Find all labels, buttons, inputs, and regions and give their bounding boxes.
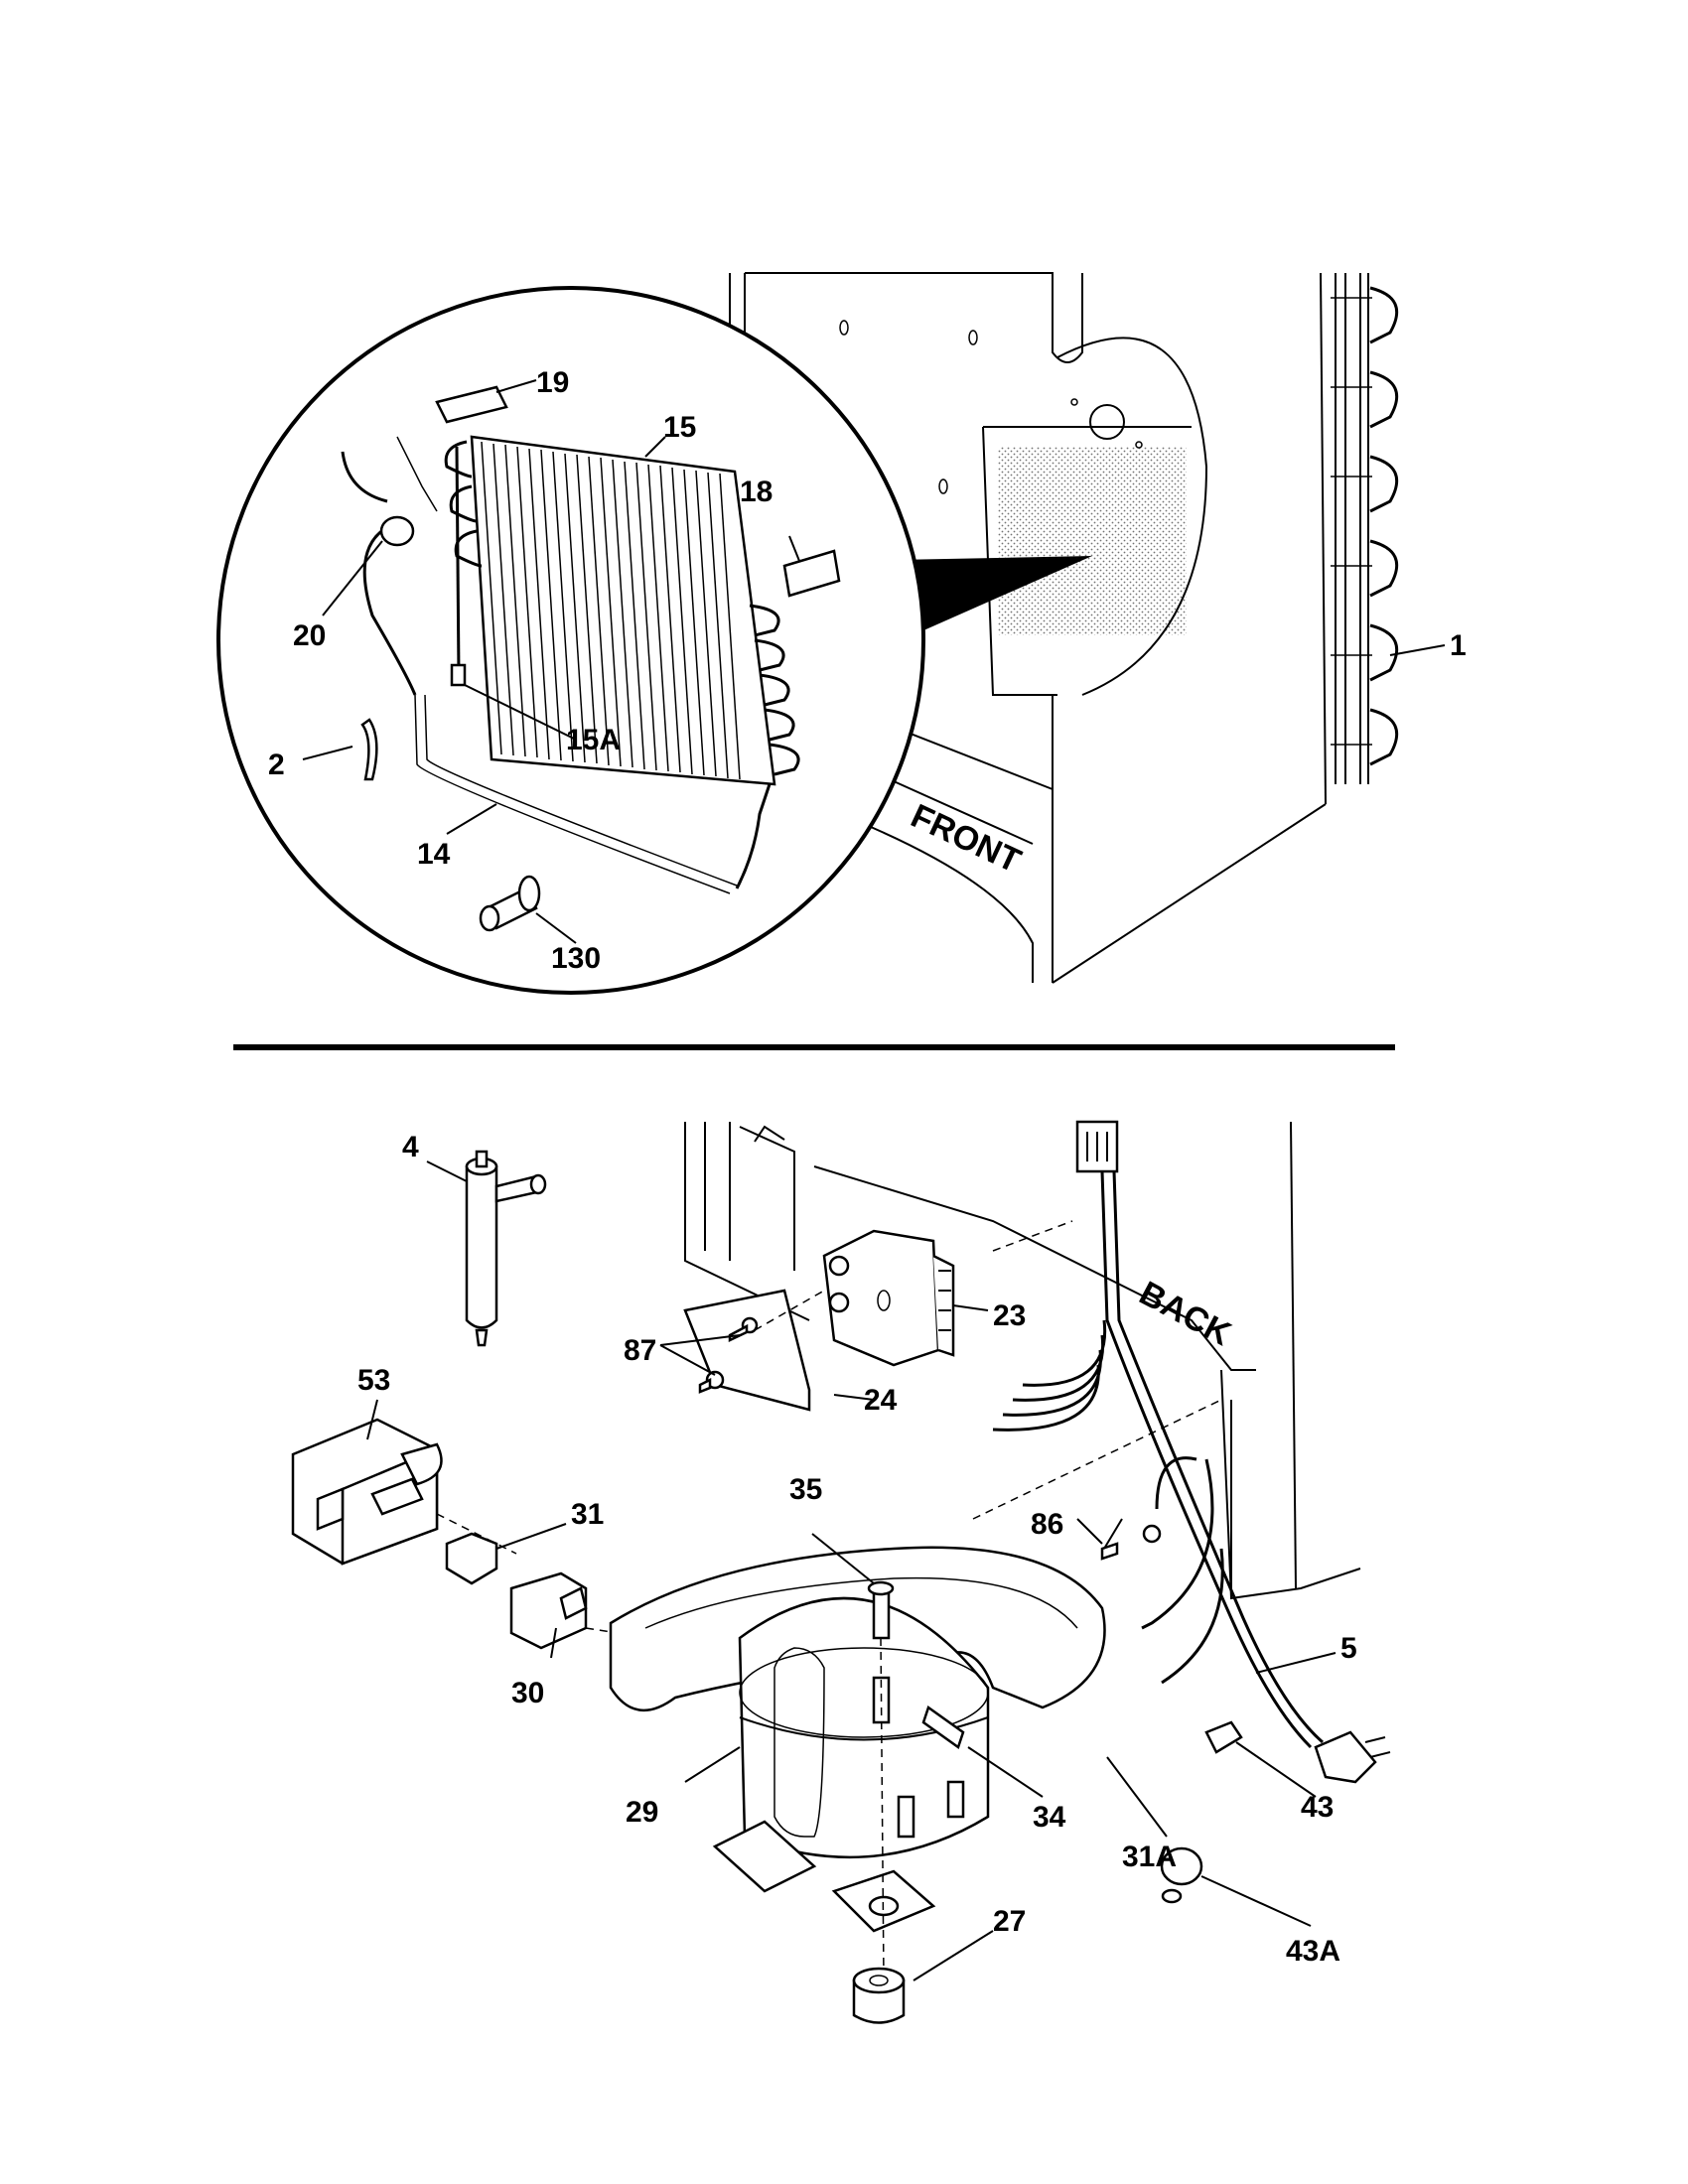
part-18-block: [782, 549, 841, 598]
label-15: 15: [663, 411, 696, 444]
part-24-bracket: [683, 1289, 811, 1412]
label-24: 24: [864, 1384, 898, 1417]
part-5-power-cord: [992, 1120, 1391, 1784]
label-19: 19: [536, 366, 569, 399]
label-27: 27: [993, 1905, 1026, 1938]
bolt-dash: [880, 1637, 885, 1981]
label-31a: 31A: [1122, 1841, 1177, 1873]
label-18: 18: [740, 476, 773, 508]
part-2-clip: [360, 718, 378, 781]
part-31-relay: [445, 1532, 498, 1585]
part-20-thermostat: [379, 515, 415, 547]
label-front: FRONT: [906, 797, 1027, 881]
part-29-compressor: [712, 1596, 990, 1933]
part-30-overload: [509, 1571, 588, 1650]
label-87: 87: [624, 1334, 656, 1367]
label-29: 29: [626, 1796, 658, 1829]
part-130-drain-tube: [479, 875, 541, 932]
part-43-clip: [1204, 1720, 1243, 1754]
label-53: 53: [357, 1364, 390, 1397]
part-53-cover: [291, 1418, 443, 1566]
label-31: 31: [571, 1498, 604, 1531]
label-43a: 43A: [1286, 1935, 1340, 1968]
part-35-bolt: [867, 1580, 895, 1640]
evaporator: [444, 435, 800, 786]
part-86-screw: [1100, 1524, 1162, 1561]
part-27-grommet: [852, 1967, 906, 2024]
part-19-block: [435, 385, 508, 424]
part-31a-inner: [644, 1576, 1078, 1629]
part-23-defrost-timer: [822, 1229, 955, 1367]
label-5: 5: [1340, 1632, 1357, 1665]
tubing: [341, 436, 772, 894]
label-43: 43: [1301, 1791, 1334, 1824]
label-30: 30: [511, 1677, 544, 1709]
condenser-coil: [1331, 273, 1399, 784]
label-23: 23: [993, 1299, 1026, 1332]
cabinet-outline: [729, 272, 1327, 984]
label-130: 130: [551, 942, 601, 975]
leader-lines-top: [302, 379, 1446, 944]
label-2: 2: [268, 749, 285, 781]
label-86: 86: [1031, 1508, 1063, 1541]
section-divider: [233, 1044, 1395, 1050]
label-35: 35: [789, 1473, 822, 1506]
label-4: 4: [402, 1131, 419, 1163]
part-4-drier: [465, 1150, 547, 1347]
leader-lines-bottom: [366, 1160, 1336, 1981]
label-1: 1: [1450, 629, 1467, 662]
part-43a-clamp: [1160, 1846, 1203, 1904]
label-20: 20: [293, 619, 326, 652]
label-back: BACK: [1133, 1275, 1237, 1354]
label-34: 34: [1033, 1801, 1066, 1834]
label-14: 14: [417, 838, 451, 871]
label-15a: 15A: [566, 724, 621, 756]
